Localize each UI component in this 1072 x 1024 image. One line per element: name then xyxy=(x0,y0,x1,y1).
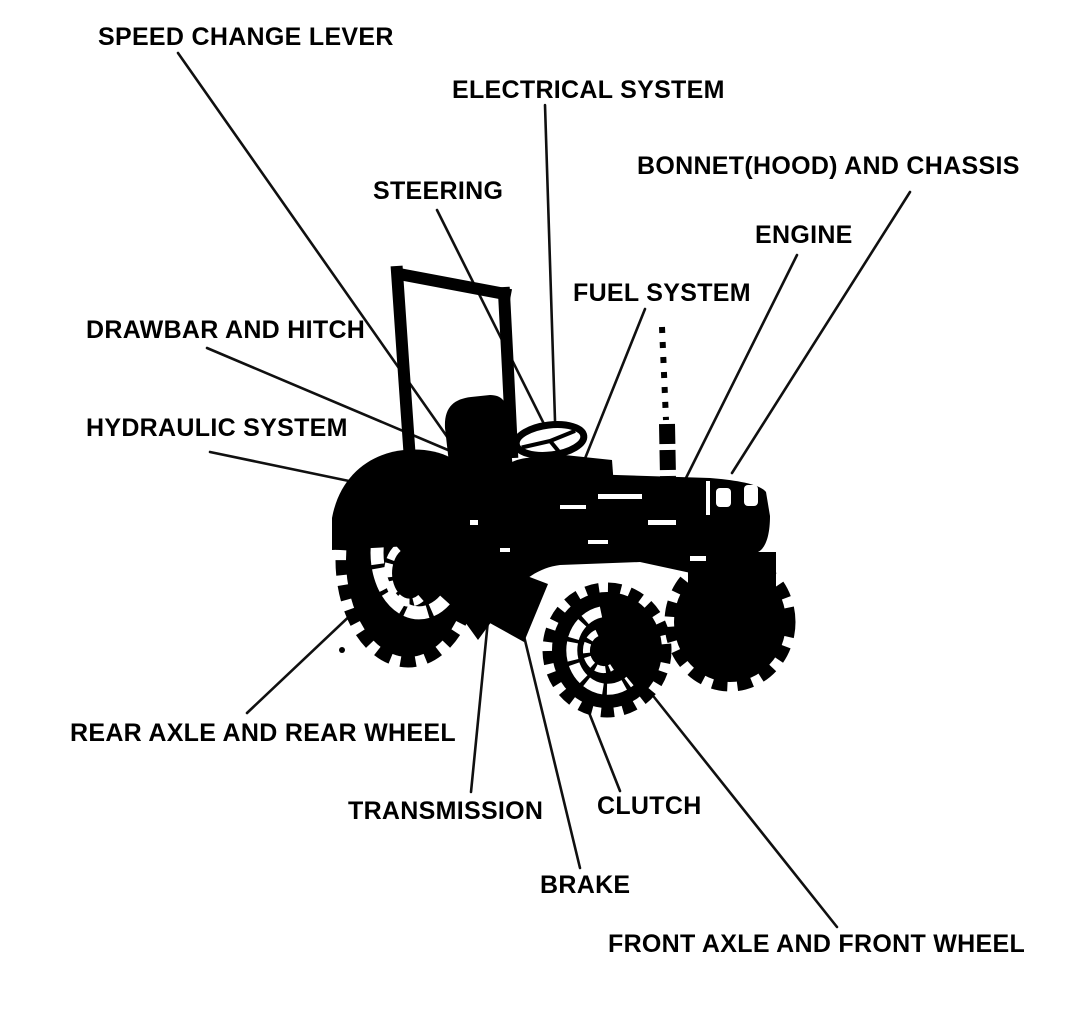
front-wheel-icon xyxy=(542,582,672,718)
leader-lines xyxy=(176,51,912,929)
leader-line-fuel-system xyxy=(582,307,647,463)
label-speed-change-lever: SPEED CHANGE LEVER xyxy=(98,23,394,51)
scan-speck xyxy=(339,647,345,653)
leader-line-engine xyxy=(683,253,799,482)
label-engine: ENGINE xyxy=(755,221,853,249)
label-hydraulic-system: HYDRAULIC SYSTEM xyxy=(86,414,348,442)
leader-line-bonnet xyxy=(730,190,912,475)
label-electrical-system: ELECTRICAL SYSTEM xyxy=(452,76,725,104)
body-and-hood-icon xyxy=(436,457,770,640)
far-front-wheel-icon xyxy=(664,552,796,692)
label-fuel-system: FUEL SYSTEM xyxy=(573,279,751,307)
dashboard-icon xyxy=(536,452,614,487)
exhaust-pipe-icon xyxy=(659,326,676,478)
label-brake: BRAKE xyxy=(540,871,631,899)
label-clutch: CLUTCH xyxy=(597,792,702,820)
rops-frame-icon xyxy=(390,265,519,467)
leader-line-front-axle xyxy=(648,690,839,929)
label-rear-axle-and-rear-wheel: REAR AXLE AND REAR WHEEL xyxy=(70,719,456,747)
undercarriage-icon xyxy=(420,540,548,642)
label-steering: STEERING xyxy=(373,177,504,205)
label-transmission: TRANSMISSION xyxy=(348,797,544,825)
leader-line-clutch xyxy=(586,708,622,793)
seat-icon xyxy=(444,395,513,472)
leader-line-transmission xyxy=(469,598,492,794)
label-front-axle-and-front-wheel: FRONT AXLE AND FRONT WHEEL xyxy=(608,930,1026,958)
label-bonnet-hood-and-chassis: BONNET(HOOD) AND CHASSIS xyxy=(637,152,1020,180)
label-drawbar-and-hitch: DRAWBAR AND HITCH xyxy=(86,316,366,344)
leader-line-electrical-system xyxy=(543,103,558,454)
leader-line-steering xyxy=(435,208,549,432)
steering-wheel-icon xyxy=(512,421,588,459)
leader-line-brake xyxy=(521,630,582,870)
grille-and-hood-details-icon xyxy=(470,481,758,561)
leader-line-hydraulic xyxy=(208,450,375,488)
tractor-illustration xyxy=(332,265,796,718)
